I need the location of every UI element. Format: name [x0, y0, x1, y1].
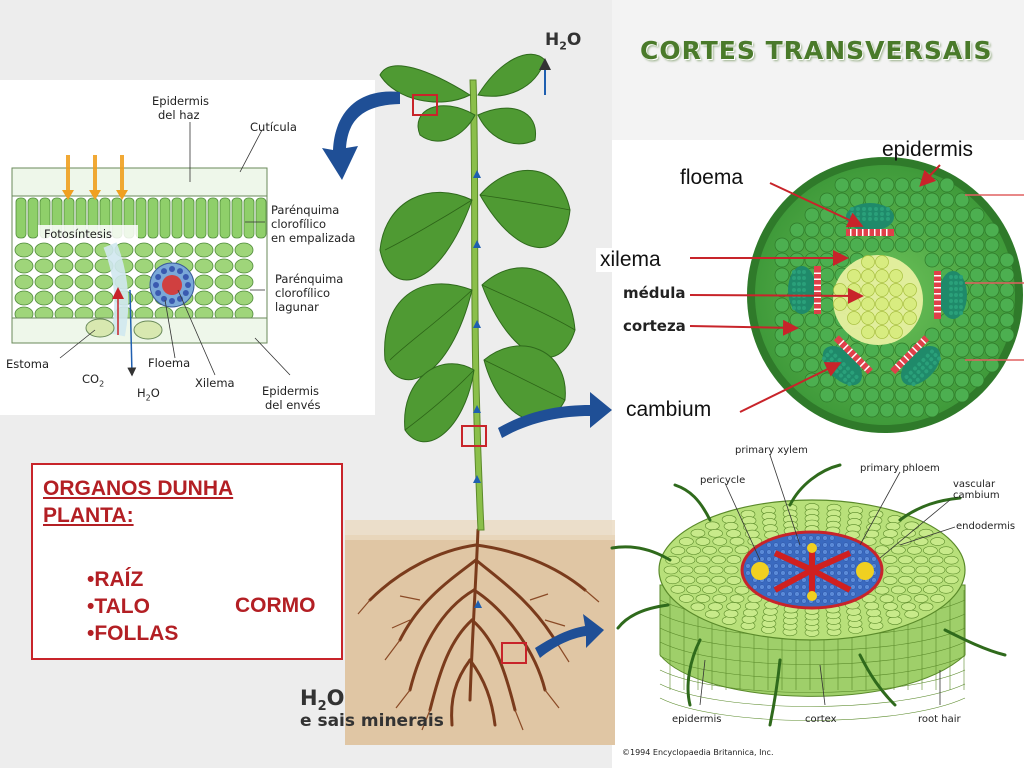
- label-lagunar: Parénquima clorofílico lagunar: [275, 272, 344, 314]
- label-empalizada: Parénquima clorofílico en empalizada: [271, 203, 356, 245]
- organos-item-follas: •FOLLAS: [87, 622, 179, 645]
- copyright: ©1994 Encyclopaedia Britannica, Inc.: [622, 748, 774, 757]
- label-h2o-bottom: H2O: [300, 686, 345, 715]
- plant-leaves: [379, 53, 576, 443]
- label-h2o-leaf: H2O: [137, 386, 160, 403]
- organos-item-raiz: •RAÍZ: [87, 568, 144, 591]
- label-xilema-stem: xilema: [596, 248, 665, 272]
- label-h2o-top: H2O: [545, 30, 582, 53]
- label-epidermis-haz: Epidermis del haz: [152, 94, 210, 122]
- organos-box: ORGANOS DUNHA PLANTA: •RAÍZ •TALO •FOLLA…: [31, 463, 343, 660]
- organos-item-talo: •TALO: [87, 595, 150, 618]
- label-floema-leaf: Floema: [148, 356, 191, 370]
- label-vascular-cambium: vascular cambium: [953, 479, 1000, 501]
- organos-title: ORGANOS DUNHA PLANTA:: [43, 477, 234, 527]
- label-epidermis-enves: Epidermis del envés: [262, 384, 321, 412]
- plant-stem: [469, 79, 485, 531]
- label-cambium-stem: cambium: [622, 398, 716, 422]
- organos-cormo: CORMO: [235, 594, 316, 617]
- label-primary-phloem: primary phloem: [860, 463, 940, 474]
- label-medula: médula: [623, 284, 686, 302]
- label-estoma: Estoma: [6, 357, 50, 371]
- arrow-to-leaf: [322, 91, 400, 180]
- label-xilema-leaf: Xilema: [195, 376, 235, 390]
- plant-water-flow: [473, 170, 482, 608]
- title-panel-bg: [612, 0, 1024, 140]
- label-epidermis-root: epidermis: [672, 714, 722, 725]
- label-sais-minerais: e sais minerais: [300, 711, 444, 731]
- plant-root-hairs: [357, 589, 600, 731]
- arrow-to-root: [535, 614, 604, 658]
- plant-roots: [368, 528, 587, 727]
- stem-cross-section: [747, 157, 1023, 433]
- zoom-box-root: [501, 642, 527, 664]
- label-floema-stem: floema: [676, 166, 748, 190]
- label-root-hair: root hair: [918, 714, 961, 725]
- label-corteza: corteza: [623, 317, 686, 335]
- label-fotosintesis: Fotosíntesis: [44, 227, 113, 241]
- label-pericycle: pericycle: [700, 475, 746, 486]
- arrow-to-stem: [498, 392, 612, 438]
- label-cuticula: Cutícula: [250, 120, 297, 134]
- label-cortex: cortex: [805, 714, 837, 725]
- page-title: CORTES TRANSVERSAIS: [640, 36, 993, 65]
- label-co2: CO2: [82, 372, 105, 389]
- leaf-cross-section: [11, 155, 268, 377]
- label-primary-xylem: primary xylem: [735, 445, 808, 456]
- label-epidermis-stem: epidermis: [882, 138, 974, 161]
- label-endodermis: endodermis: [956, 521, 1016, 532]
- root-cross-section: [610, 463, 1007, 727]
- zoom-box-stem: [461, 425, 487, 447]
- zoom-box-leaf: [412, 94, 438, 116]
